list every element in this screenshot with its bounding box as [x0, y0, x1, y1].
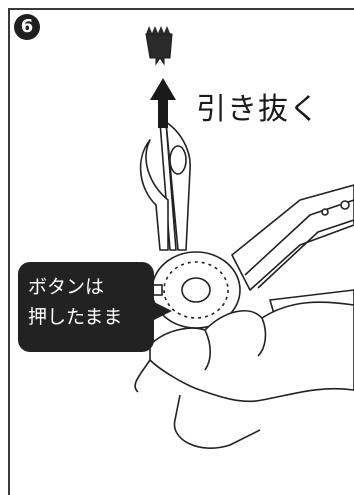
removed-part [145, 26, 173, 66]
pliers [139, 121, 191, 251]
hand [134, 301, 354, 449]
instruction-text: 引き抜く [196, 92, 320, 127]
callout-pointer [150, 300, 172, 322]
step-number-badge: 6 [14, 14, 40, 40]
pull-up-arrow [150, 78, 176, 128]
callout-line-1: ボタンは [28, 276, 105, 298]
callout-box: ボタンは 押したまま [18, 262, 154, 352]
callout-line-2: 押したまま [28, 306, 123, 328]
